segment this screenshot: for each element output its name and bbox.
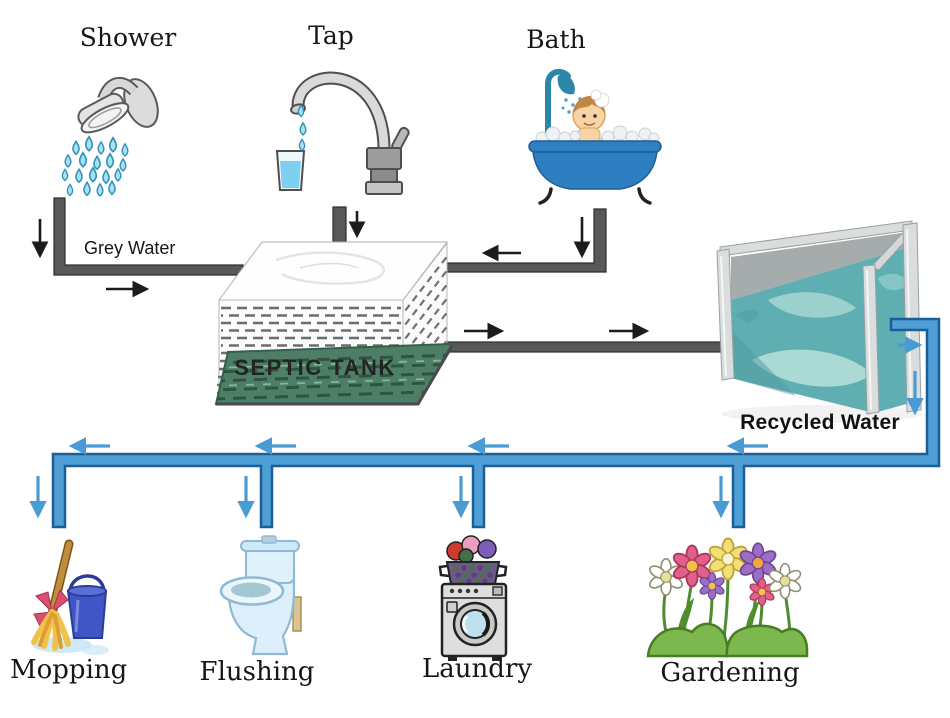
mop-bucket-icon [31, 539, 109, 655]
flower-white-right [766, 562, 804, 600]
bath-icon [528, 68, 662, 205]
washing-machine-icon [438, 535, 508, 661]
grey-pipes [53, 197, 741, 353]
flower-pink [670, 544, 714, 588]
toilet-icon [219, 535, 302, 656]
flower-yellow [706, 537, 750, 581]
pipe-tap [332, 206, 347, 244]
septic-tank-label: SEPTIC TANK [234, 355, 396, 380]
tap-icon [275, 71, 410, 195]
flower-pink-small [747, 577, 777, 607]
septic-tank-graphic [214, 241, 454, 406]
mopping-label: Mopping [10, 655, 128, 685]
recycled-water-pipes [51, 317, 941, 529]
shower-label: Shower [79, 23, 177, 52]
pipe-septic-outlet [439, 341, 741, 353]
bath-label: Bath [526, 25, 586, 54]
flow-arrows [29, 211, 924, 519]
gardening-label: Gardening [660, 658, 800, 688]
shower-icon [61, 76, 159, 197]
flushing-label: Flushing [199, 657, 315, 687]
laundry-label: Laundry [421, 654, 533, 684]
flowers-icon [646, 537, 809, 658]
flower-white-left [646, 558, 686, 596]
pipe-shower [53, 197, 244, 276]
flower-purple [737, 542, 779, 584]
tap-label: Tap [308, 21, 354, 50]
grey-water-label: Grey Water [84, 238, 176, 258]
recycled-water-label: Recycled Water [740, 411, 900, 434]
recycled-water-tank-graphic [716, 220, 922, 423]
flower-purple-small [697, 571, 727, 601]
water-drops [61, 135, 129, 197]
